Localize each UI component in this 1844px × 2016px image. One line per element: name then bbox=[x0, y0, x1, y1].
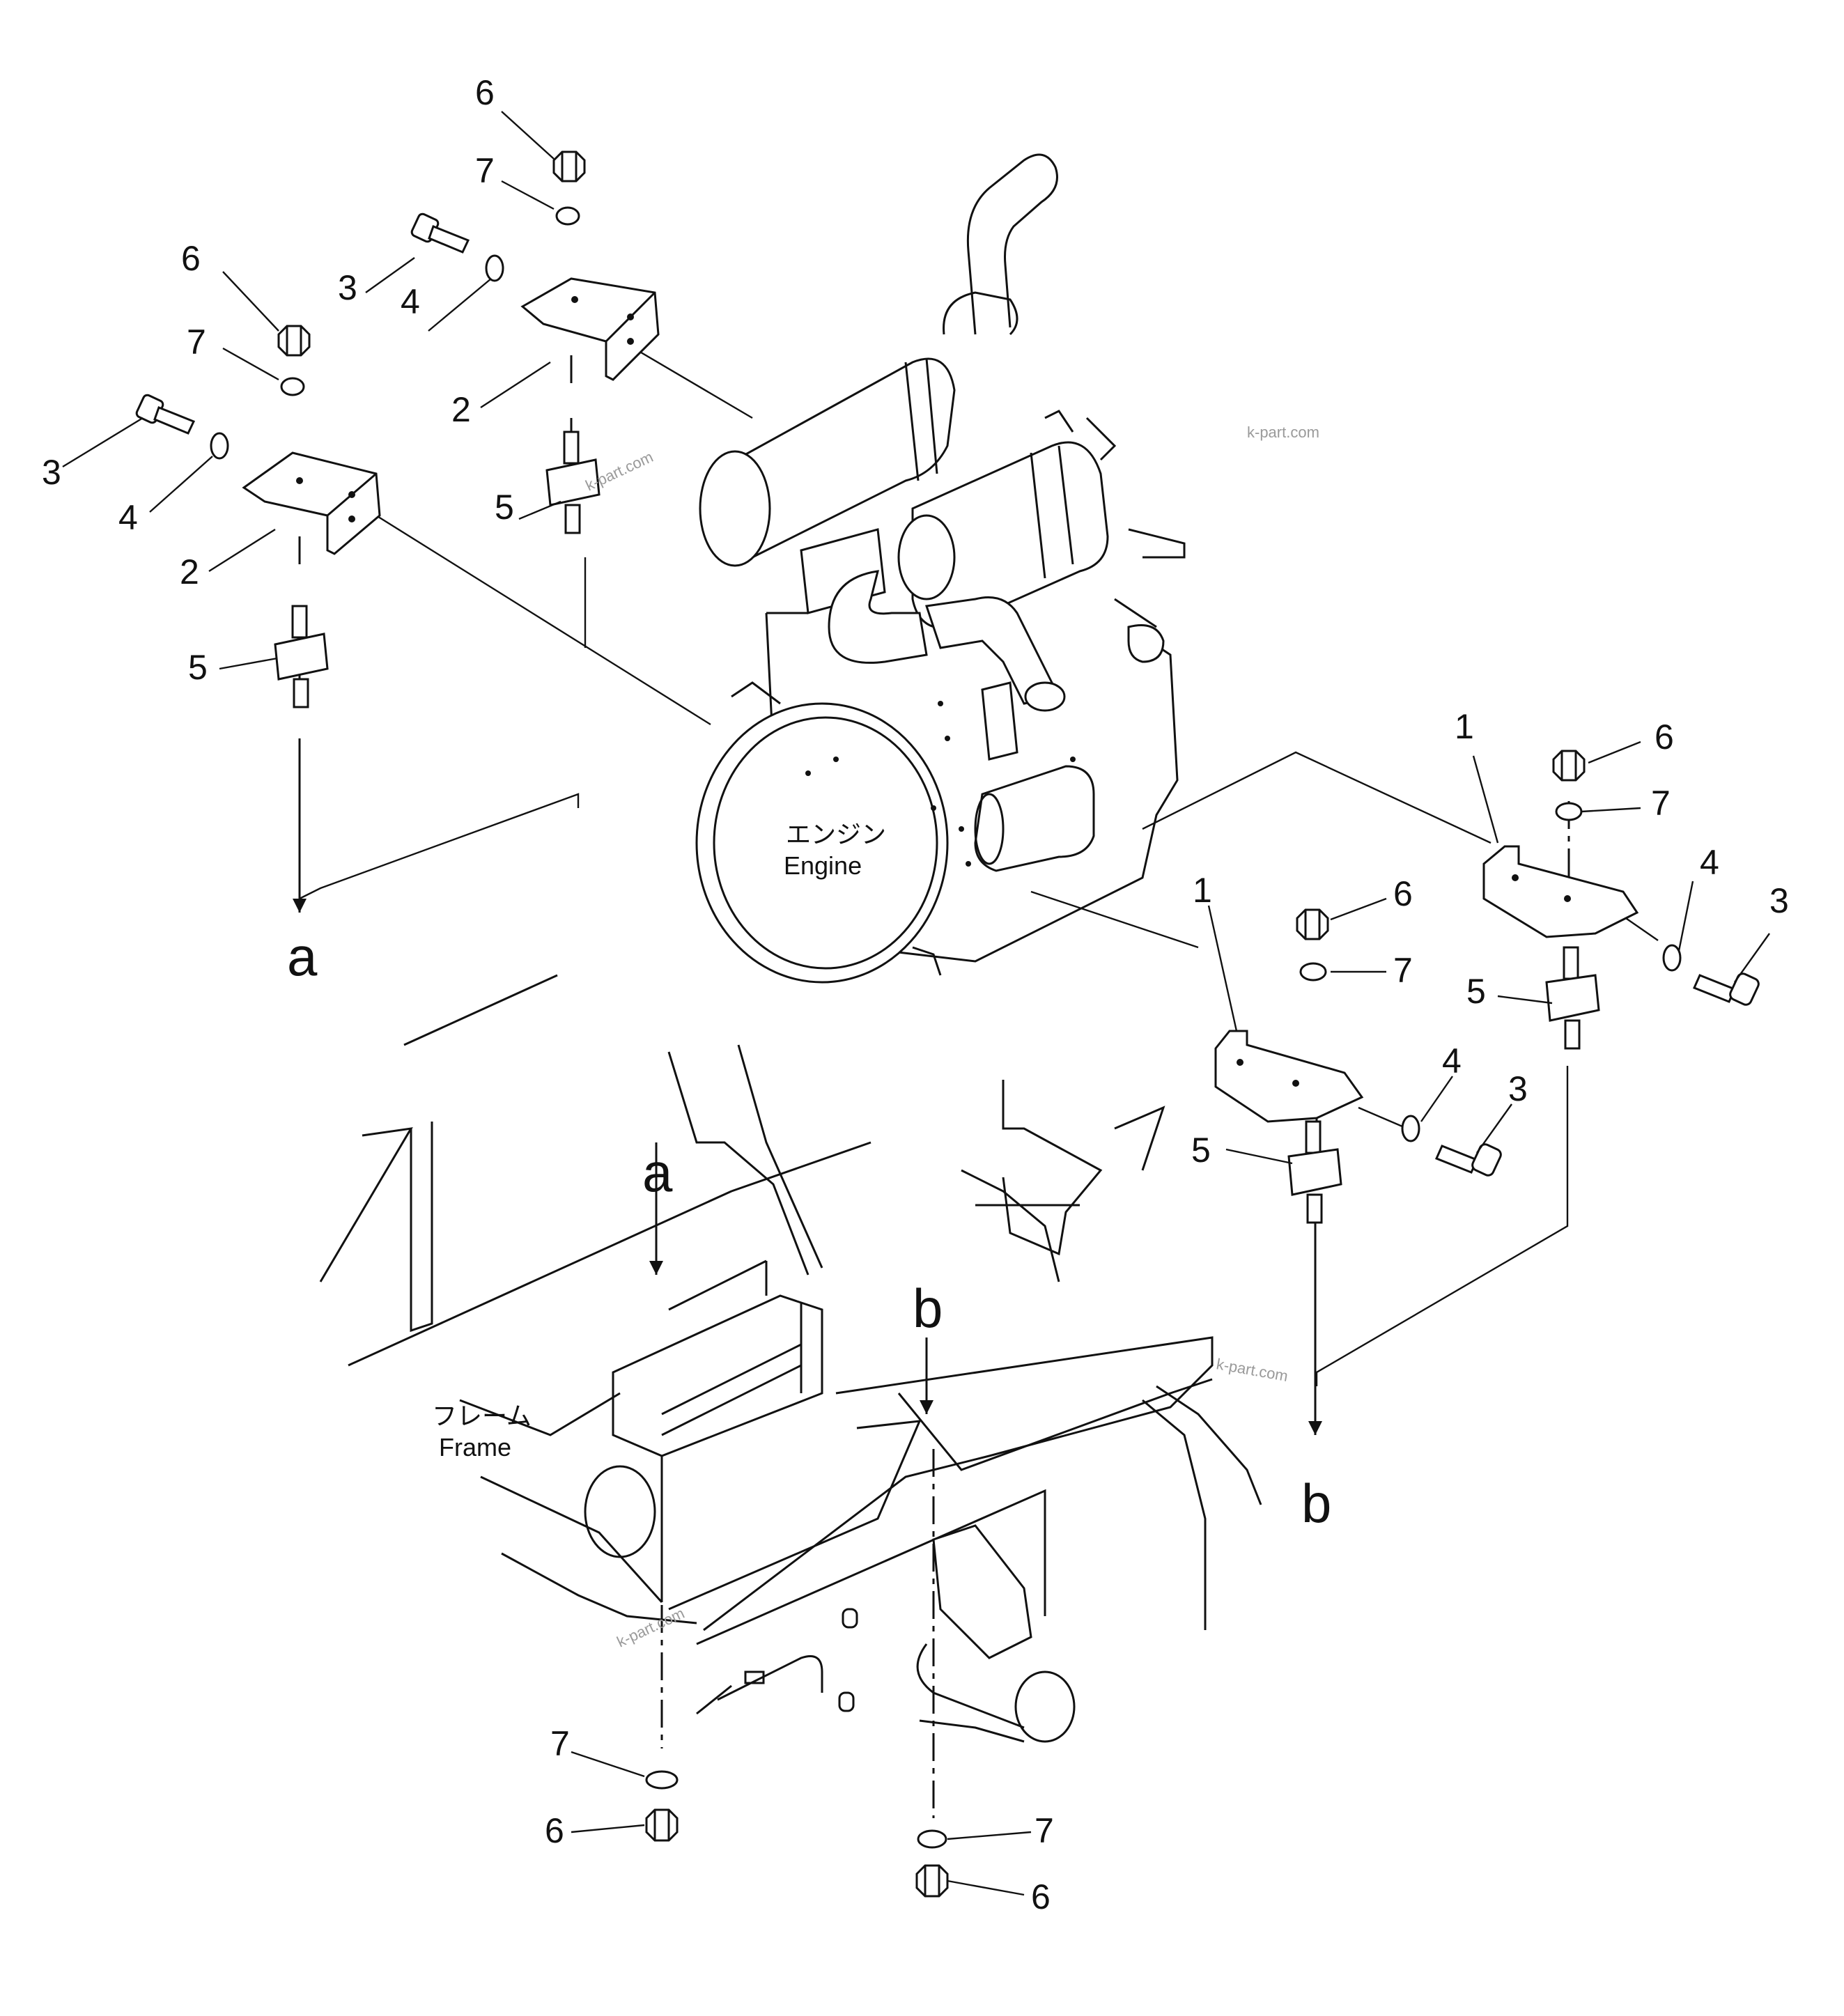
label-5: 5 bbox=[495, 488, 514, 527]
label-6: 6 bbox=[1393, 874, 1413, 913]
label-5: 5 bbox=[1191, 1131, 1211, 1170]
nut-6-upper bbox=[552, 150, 586, 183]
nut-6-right-near bbox=[1296, 908, 1329, 940]
part-number-labels: 6 7 3 4 2 5 6 7 3 4 2 5 1 6 7 4 3 5 1 6 … bbox=[42, 73, 1789, 1916]
label-5: 5 bbox=[188, 648, 208, 687]
label-2: 2 bbox=[451, 390, 471, 429]
bracket-1-right-near bbox=[1214, 1030, 1364, 1123]
ref-a-top: a bbox=[287, 926, 318, 987]
frame-caption-jp: フレーム bbox=[432, 1402, 532, 1430]
component-captions: エンジン Engine フレーム Frame bbox=[432, 820, 886, 1461]
label-7: 7 bbox=[550, 1724, 570, 1763]
flow-arrows bbox=[293, 899, 1322, 1435]
watermark: k-part.com bbox=[1215, 1355, 1289, 1385]
leader-lines bbox=[62, 111, 1770, 1896]
label-6: 6 bbox=[1031, 1877, 1051, 1916]
bolt-3-left-upper bbox=[135, 394, 196, 435]
label-7: 7 bbox=[1651, 784, 1671, 823]
frame-caption-en: Frame bbox=[439, 1433, 511, 1461]
washer-4-right-near bbox=[1401, 1115, 1420, 1142]
engine-drawing bbox=[695, 153, 1186, 984]
mount-5-left-lower bbox=[274, 605, 329, 708]
label-3: 3 bbox=[42, 453, 61, 492]
watermark: k-part.com bbox=[1247, 424, 1319, 441]
frame-drawing bbox=[319, 974, 1262, 1743]
label-6: 6 bbox=[545, 1811, 564, 1850]
label-5: 5 bbox=[1466, 972, 1486, 1011]
bracket-1-right-far bbox=[1482, 845, 1639, 938]
label-6: 6 bbox=[1655, 718, 1674, 757]
washer-7-upper bbox=[555, 206, 580, 226]
label-7: 7 bbox=[1393, 951, 1413, 990]
washer-7-right-near bbox=[1299, 962, 1327, 982]
label-4: 4 bbox=[118, 498, 138, 537]
mount-5-right-far bbox=[1545, 946, 1600, 1050]
ref-b-frame: b bbox=[913, 1278, 943, 1339]
nut-6-bottom-right bbox=[915, 1864, 949, 1898]
label-7: 7 bbox=[475, 151, 495, 190]
label-3: 3 bbox=[338, 268, 357, 307]
nut-6-bottom-left bbox=[645, 1808, 679, 1842]
label-1: 1 bbox=[1455, 707, 1474, 746]
bolt-3-right-near bbox=[1434, 1143, 1502, 1177]
mount-5-upper bbox=[545, 431, 601, 534]
label-3: 3 bbox=[1769, 881, 1789, 920]
bolt-3-right-far bbox=[1692, 972, 1760, 1006]
washer-7-bottom-left bbox=[645, 1770, 679, 1790]
label-2: 2 bbox=[180, 552, 199, 591]
label-3: 3 bbox=[1508, 1069, 1528, 1108]
engine-caption-jp: エンジン bbox=[786, 820, 886, 848]
bolt-3-upper bbox=[410, 212, 470, 254]
label-4: 4 bbox=[1700, 843, 1719, 882]
washer-7-left-upper bbox=[280, 377, 305, 396]
washer-4-left-upper bbox=[210, 432, 229, 460]
ref-a-frame: a bbox=[642, 1142, 673, 1203]
label-6: 6 bbox=[475, 73, 495, 112]
bracket-2-upper bbox=[520, 277, 660, 381]
nut-6-right-far bbox=[1552, 750, 1586, 782]
washer-4-right-far bbox=[1662, 944, 1682, 972]
ref-b-right: b bbox=[1301, 1473, 1331, 1534]
label-4: 4 bbox=[1442, 1041, 1462, 1080]
label-7: 7 bbox=[187, 323, 206, 362]
nut-6-left-upper bbox=[277, 325, 311, 357]
label-1: 1 bbox=[1193, 871, 1212, 910]
reference-labels: a a b b bbox=[287, 926, 1331, 1534]
watermark: k-part.com bbox=[614, 1604, 688, 1651]
label-7: 7 bbox=[1035, 1811, 1054, 1850]
washer-7-right-far bbox=[1555, 802, 1583, 821]
label-4: 4 bbox=[401, 282, 420, 321]
mount-5-right-near bbox=[1287, 1120, 1342, 1224]
bracket-2-left bbox=[242, 451, 381, 555]
label-6: 6 bbox=[181, 239, 201, 278]
washer-4-upper bbox=[485, 254, 504, 282]
fasteners bbox=[135, 150, 1760, 1898]
engine-caption-en: Engine bbox=[784, 851, 862, 880]
washer-7-bottom-right bbox=[917, 1829, 947, 1849]
